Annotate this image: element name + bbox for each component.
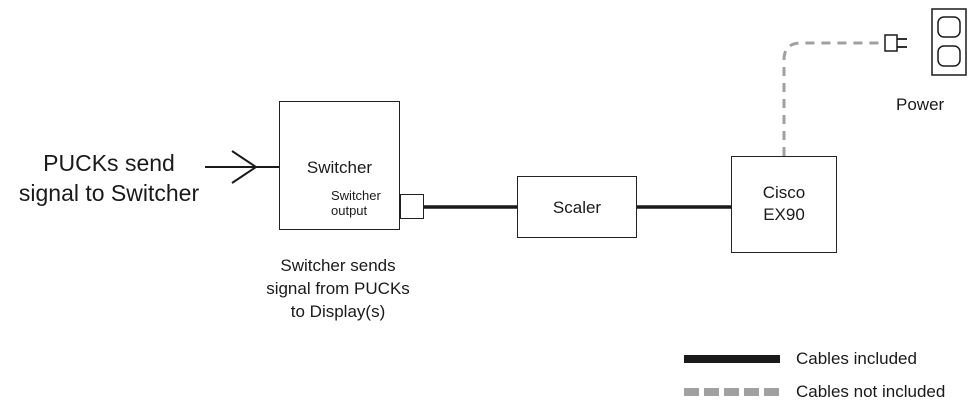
switcher-output-label-line-1: Switcher xyxy=(331,188,381,203)
cisco-ex90-title-line-1: Cisco xyxy=(762,183,806,202)
input-label-line-2: signal to Switcher xyxy=(18,180,200,206)
cisco-ex90-title-line-2: EX90 xyxy=(763,205,805,224)
switcher-caption-line-2: signal from PUCKs xyxy=(266,279,410,298)
outlet-socket-top xyxy=(937,16,961,38)
scaler-title: Scaler xyxy=(552,198,602,217)
switcher-caption: Switcher sends signal from PUCKs to Disp… xyxy=(248,254,428,323)
switcher-output-port xyxy=(400,194,424,219)
cisco-ex90-title: Cisco EX90 xyxy=(731,182,837,226)
legend-swatch-included xyxy=(684,355,780,363)
switcher-output-label: Switcher output xyxy=(331,188,381,218)
outlet-socket-bottom xyxy=(937,45,961,67)
switcher-output-label-line-2: output xyxy=(331,203,368,218)
power-cable-dashed xyxy=(782,41,884,156)
power-label: Power xyxy=(896,95,945,114)
switcher-caption-line-3: to Display(s) xyxy=(290,302,386,321)
cisco-ex90-box xyxy=(731,156,837,253)
switcher-caption-line-1: Switcher sends xyxy=(280,256,396,275)
legend-not-included-label: Cables not included xyxy=(796,382,946,401)
switcher-box xyxy=(279,101,400,230)
legend-included-label: Cables included xyxy=(796,349,917,368)
scaler-box xyxy=(517,176,637,238)
legend-swatch-not-included xyxy=(684,388,779,396)
power-plug-icon xyxy=(884,34,898,52)
input-label: PUCKs send signal to Switcher xyxy=(6,148,212,208)
switcher-title: Switcher xyxy=(306,158,373,177)
input-signal-arrowhead xyxy=(231,150,258,184)
input-label-line-1: PUCKs send xyxy=(43,150,175,176)
